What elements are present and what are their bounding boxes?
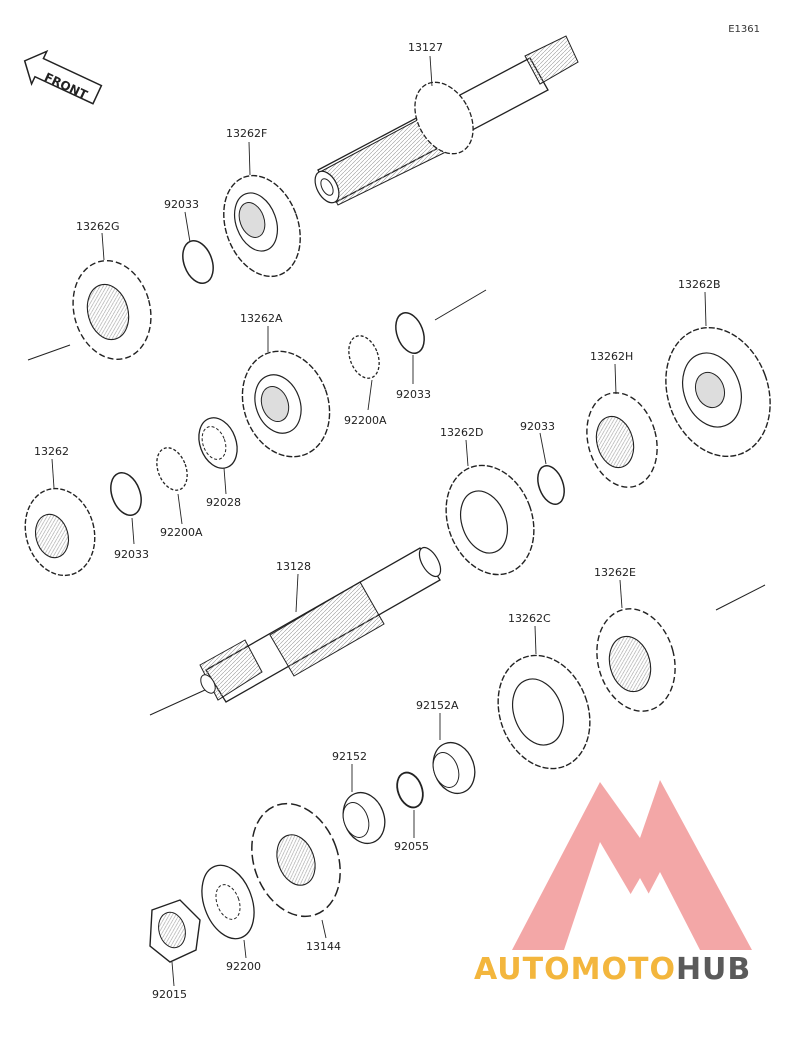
label-13127: 13127	[408, 41, 443, 54]
label-92028: 92028	[206, 496, 241, 509]
collar-92152	[342, 791, 386, 845]
label-13262G: 13262G	[76, 220, 120, 233]
label-92200A-lower: 92200A	[160, 526, 203, 539]
gear-13262F	[223, 174, 301, 278]
watermark-text: AUTOMOTOHUB	[474, 952, 751, 987]
label-92055: 92055	[394, 840, 429, 853]
label-13128: 13128	[276, 560, 311, 573]
circlip-92033-upper	[395, 312, 425, 354]
label-92200A-upper: 92200A	[344, 414, 387, 427]
circlip-92033-top	[182, 240, 214, 284]
front-arrow-icon	[23, 49, 103, 105]
label-13262A: 13262A	[240, 312, 283, 325]
label-92033-right: 92033	[520, 420, 555, 433]
shaft-13128	[199, 546, 442, 703]
gear-13262E	[596, 608, 676, 712]
label-92152: 92152	[332, 750, 367, 763]
watermark-logo-icon	[512, 780, 752, 950]
label-92015: 92015	[152, 988, 187, 1001]
gear-13262C	[497, 654, 591, 770]
label-13262F: 13262F	[226, 127, 268, 140]
label-92200: 92200	[226, 960, 261, 973]
label-92033-lower: 92033	[114, 548, 149, 561]
gear-13262D	[445, 464, 535, 576]
gear-13262	[24, 487, 96, 577]
circlip-92033-lower	[110, 472, 142, 516]
circlip-92033-right	[537, 465, 565, 505]
gear-13262A	[241, 350, 331, 458]
label-92152A: 92152A	[416, 699, 459, 712]
label-13262C: 13262C	[508, 612, 551, 625]
oring-92055	[396, 771, 424, 809]
gear-13127	[414, 81, 474, 155]
label-13262B: 13262B	[678, 278, 721, 291]
watermark-part2: MOTO	[570, 952, 676, 987]
label-92033-top: 92033	[164, 198, 199, 211]
gear-13262B	[665, 326, 771, 458]
gear-13262H	[586, 392, 658, 488]
nut-92015	[149, 899, 201, 963]
label-13262H: 13262H	[590, 350, 634, 363]
label-92033-upper: 92033	[396, 388, 431, 401]
label-13144: 13144	[306, 940, 341, 953]
label-13262E: 13262E	[594, 566, 636, 579]
sprocket-13144	[251, 802, 341, 918]
watermark-part1: AUTO	[474, 952, 571, 987]
washer-92200A-lower	[156, 447, 188, 491]
bearing-92028	[198, 417, 238, 469]
gear-13262G	[72, 260, 152, 360]
diagram-code: E1361	[728, 24, 760, 35]
label-13262: 13262	[34, 445, 69, 458]
collar-92152A	[432, 741, 476, 795]
label-13262D: 13262D	[440, 426, 484, 439]
guide-lines	[27, 289, 766, 716]
watermark-part3: HUB	[675, 952, 752, 987]
washer-92200A-upper	[348, 335, 380, 379]
leader-lines	[51, 55, 707, 987]
